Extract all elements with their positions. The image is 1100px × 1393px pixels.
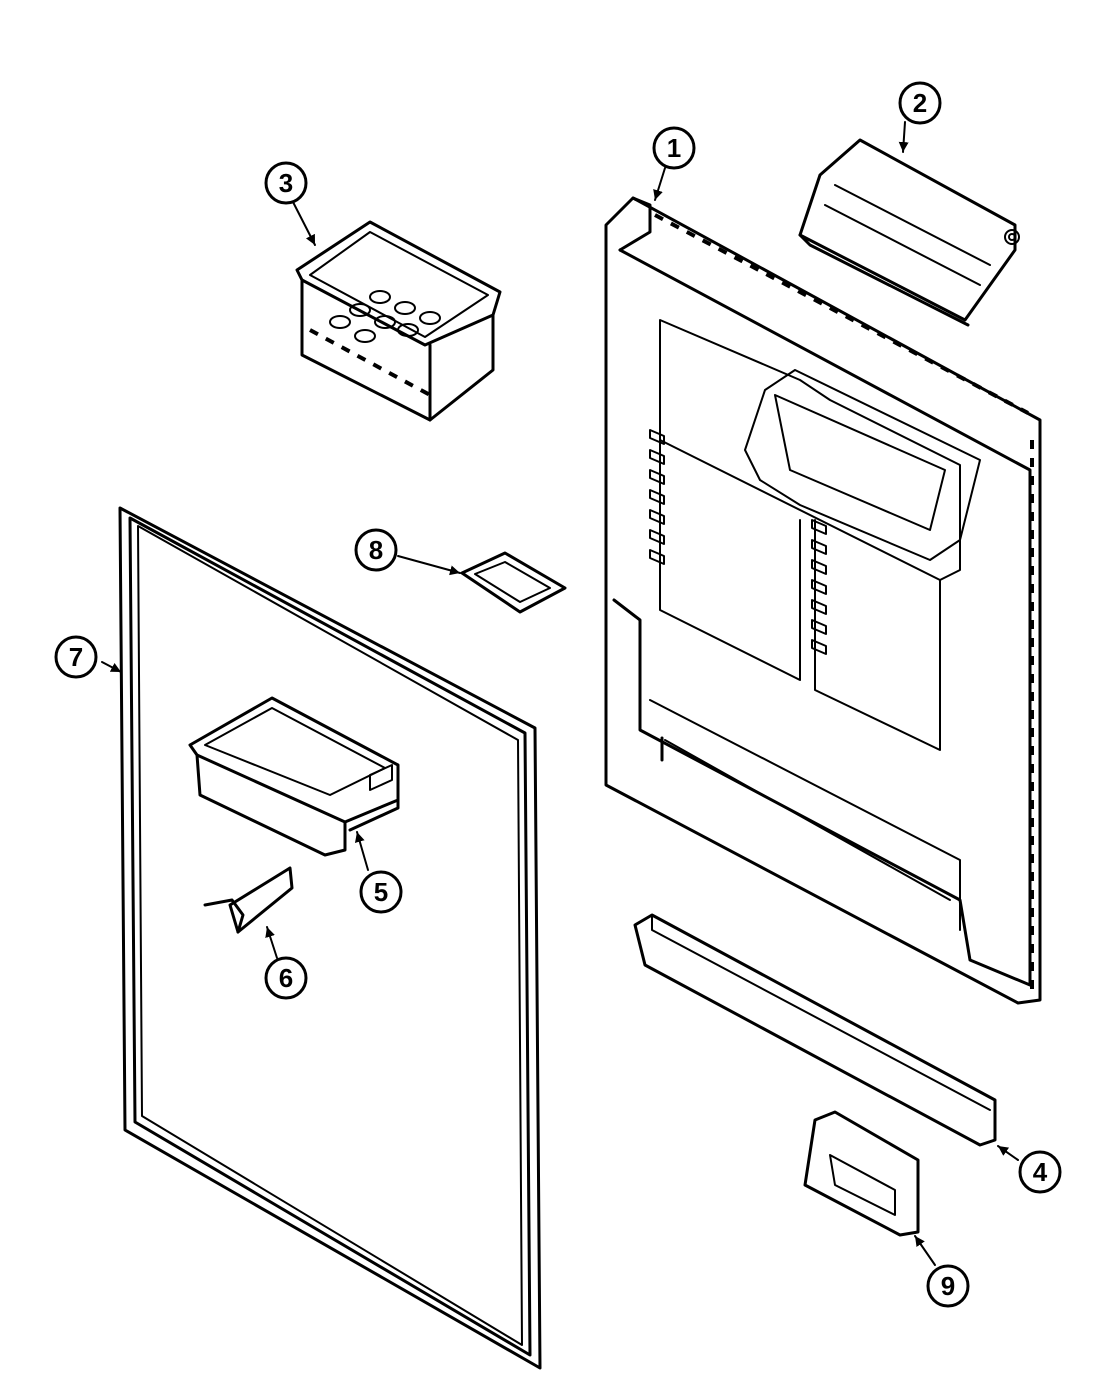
part-dairy-cover [798,138,1020,327]
callout-5: 5 [359,870,403,914]
svg-text:5: 5 [374,877,388,907]
callout-8: 8 [354,528,398,572]
callout-leaders [101,121,1019,1266]
callout-7: 7 [54,635,98,679]
svg-text:6: 6 [279,963,293,993]
svg-text:8: 8 [369,535,383,565]
part-shelf-rail [633,913,997,1147]
svg-text:4: 4 [1033,1157,1048,1187]
part-small-tray [460,551,567,614]
svg-text:1: 1 [667,133,681,163]
part-door-bin [188,696,400,857]
callout-2: 2 [898,81,942,125]
svg-text:3: 3 [279,168,293,198]
svg-text:2: 2 [913,88,927,118]
callout-3: 3 [264,161,308,205]
part-door-gasket [118,506,542,1370]
callout-1: 1 [652,126,696,170]
part-door-liner [604,196,1042,1005]
part-retainer-clip [203,866,294,934]
callout-6: 6 [264,956,308,1000]
part-end-cap [803,1110,920,1237]
svg-text:9: 9 [941,1271,955,1301]
svg-text:7: 7 [69,642,83,672]
part-egg-bin [295,220,502,422]
callout-4: 4 [1018,1150,1062,1194]
callout-9: 9 [926,1264,970,1308]
